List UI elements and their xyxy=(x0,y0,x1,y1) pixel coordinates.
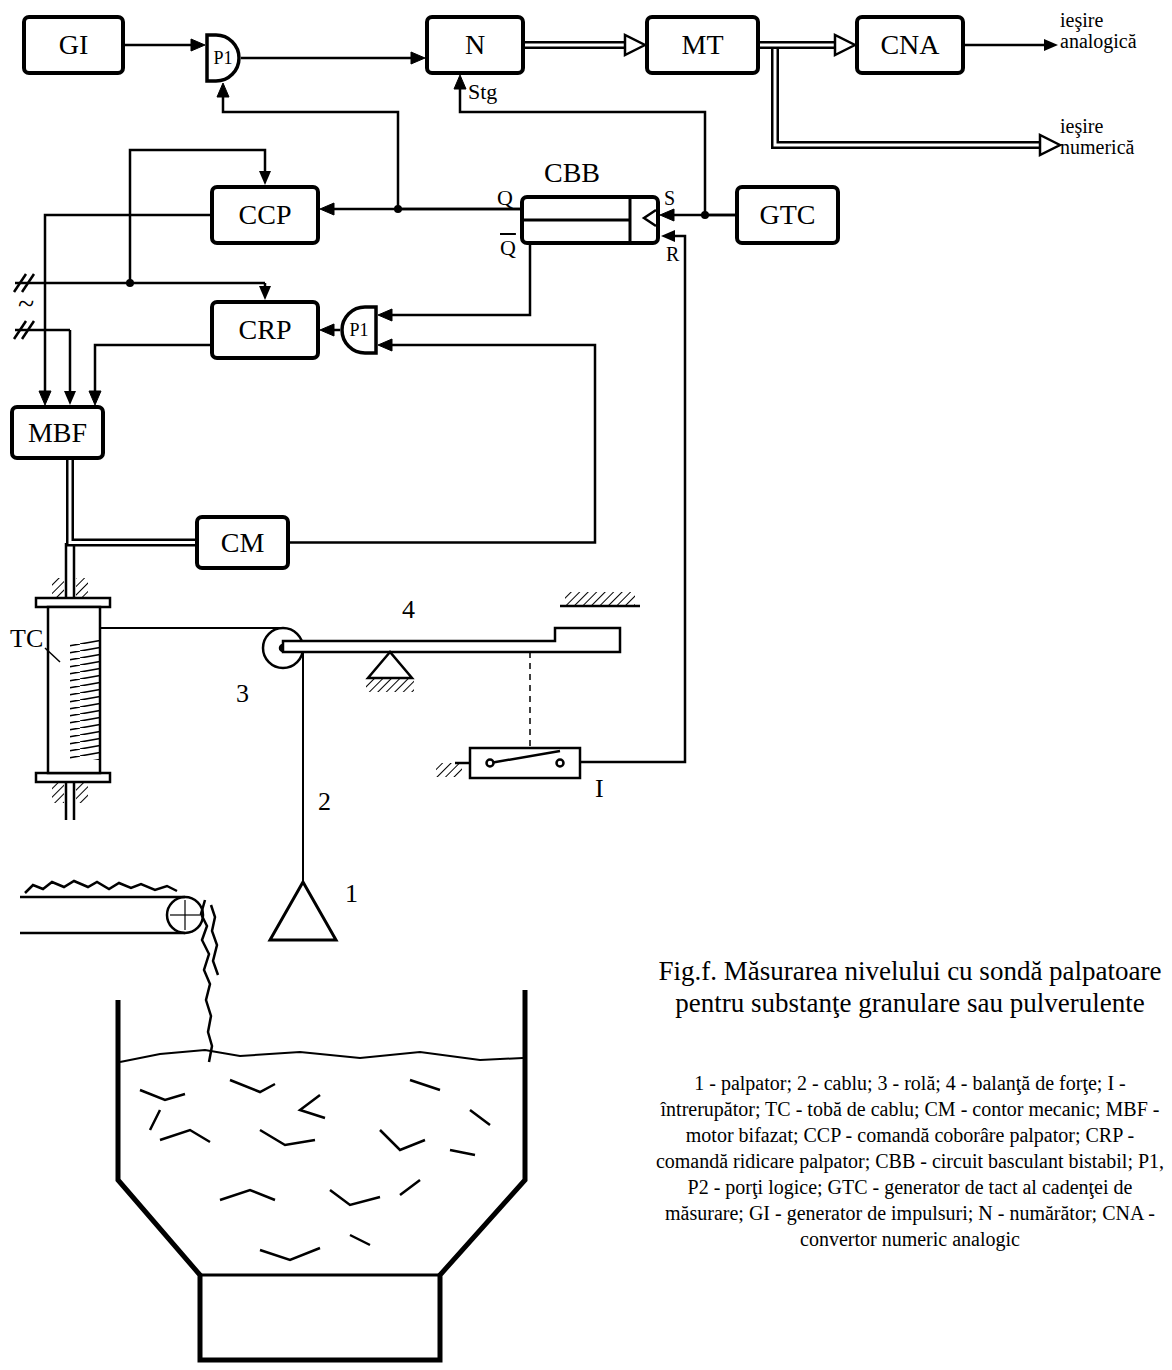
node-label: CBB xyxy=(544,159,600,187)
generator-box: GI xyxy=(22,15,125,75)
clock-box: GTC xyxy=(735,185,840,245)
node-label: P1 xyxy=(349,321,368,339)
callout-number: 4 xyxy=(402,596,415,623)
output-label: ieşire analogică xyxy=(1060,10,1168,52)
figure-caption: Fig.f. Măsurarea nivelului cu sondă palp… xyxy=(655,955,1165,1020)
node-label: CRP xyxy=(239,316,292,344)
counter-box: N xyxy=(425,15,525,75)
part-name: I xyxy=(595,775,604,802)
pin-name: S xyxy=(664,188,675,209)
logic-gate: P1 xyxy=(205,33,241,83)
node-label: GTC xyxy=(760,201,816,229)
node-label: CNA xyxy=(880,31,939,59)
motor-box: MBF xyxy=(10,405,105,460)
node-label: MBF xyxy=(28,419,87,447)
flipflop-box: CBB xyxy=(520,195,660,245)
connector xyxy=(70,460,195,543)
memory-box: MT xyxy=(645,15,760,75)
node-label: P1 xyxy=(213,49,232,67)
connector xyxy=(290,339,595,543)
connector xyxy=(89,345,210,405)
node-label: CCP xyxy=(239,201,292,229)
callout-number: 2 xyxy=(318,788,331,815)
command-box: CRP xyxy=(210,300,320,360)
connector xyxy=(125,39,205,51)
connector xyxy=(525,35,645,55)
connector xyxy=(241,52,425,64)
connector xyxy=(39,215,210,405)
signal-name: Stg xyxy=(468,80,497,103)
converter-box: CNA xyxy=(855,15,965,75)
part-name: TC xyxy=(10,625,43,652)
connector xyxy=(454,75,735,215)
legend-text: 1 - palpator; 2 - cablu; 3 - rolă; 4 - b… xyxy=(655,1070,1165,1252)
pin-name: Q xyxy=(500,236,516,259)
node-label: GI xyxy=(59,31,89,59)
pin-name: R xyxy=(666,244,679,265)
node-label: N xyxy=(465,31,485,59)
command-box: CCP xyxy=(210,185,320,245)
node-label: CM xyxy=(221,529,265,557)
counter-box: CM xyxy=(195,515,290,570)
logic-gate: P1 xyxy=(340,305,378,355)
pin-name: Q xyxy=(497,186,513,209)
output-label: ieşire numerică xyxy=(1060,116,1168,158)
connector xyxy=(320,324,340,336)
connector xyxy=(760,35,855,55)
callout-number: 3 xyxy=(236,680,249,707)
callout-number: 1 xyxy=(345,880,358,907)
node-label: MT xyxy=(682,31,724,59)
supply-symbol: ~ xyxy=(18,288,34,320)
